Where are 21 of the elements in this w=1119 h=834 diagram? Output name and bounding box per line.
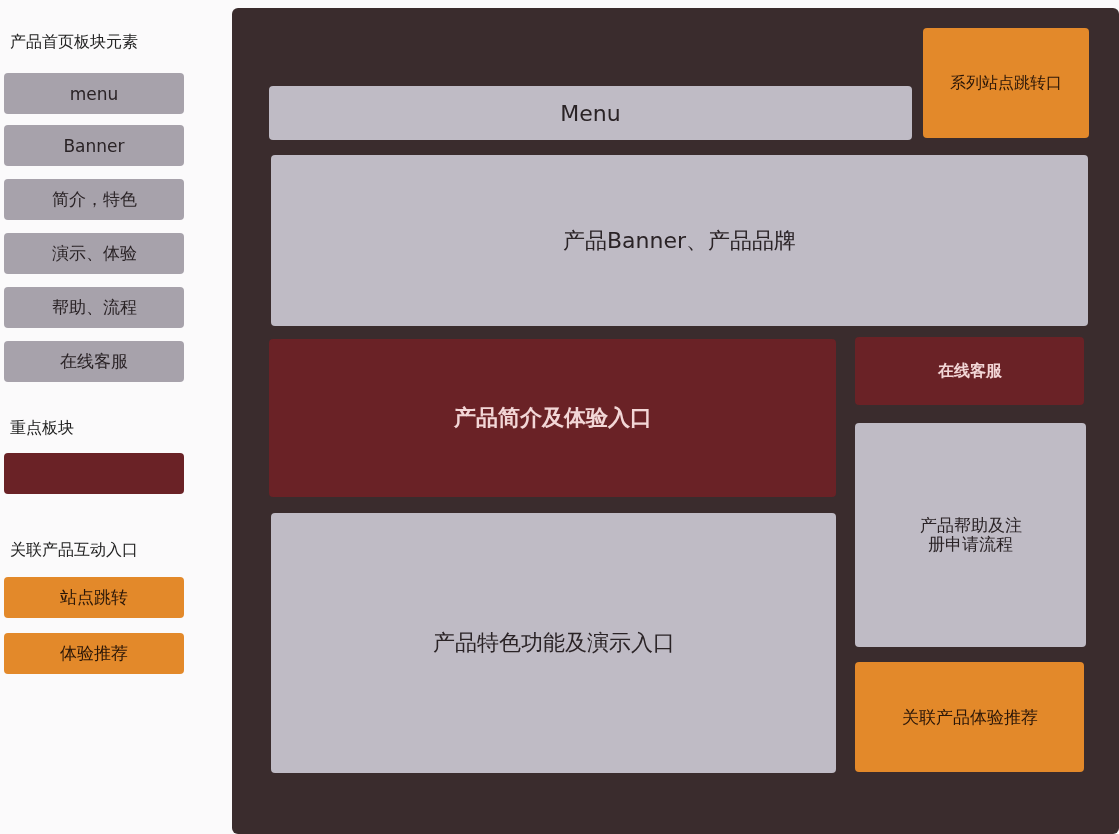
legend-box: 简介，特色 [4, 179, 184, 220]
link-box: 系列站点跳转口 [923, 28, 1089, 138]
legend-box: 在线客服 [4, 341, 184, 382]
empty-box [4, 453, 184, 494]
highlight-box: 在线客服 [855, 337, 1084, 405]
module-box: Menu [269, 86, 912, 140]
legend-box: 演示、体验 [4, 233, 184, 274]
layout-panel [232, 8, 1119, 834]
module-box: 产品特色功能及演示入口 [271, 513, 836, 773]
module-box: 产品Banner、产品品牌 [271, 155, 1088, 326]
module-box: 产品帮助及注册申请流程 [855, 423, 1086, 647]
group-heading: 关联产品互动入口 [10, 540, 138, 561]
group-heading: 产品首页板块元素 [10, 32, 138, 53]
link-box: 关联产品体验推荐 [855, 662, 1084, 772]
legend-box: 帮助、流程 [4, 287, 184, 328]
legend-box: Banner [4, 125, 184, 166]
legend-box: menu [4, 73, 184, 114]
group-heading: 重点板块 [10, 418, 74, 439]
link-box: 站点跳转 [4, 577, 184, 618]
highlight-box: 产品简介及体验入口 [269, 339, 836, 497]
link-box: 体验推荐 [4, 633, 184, 674]
